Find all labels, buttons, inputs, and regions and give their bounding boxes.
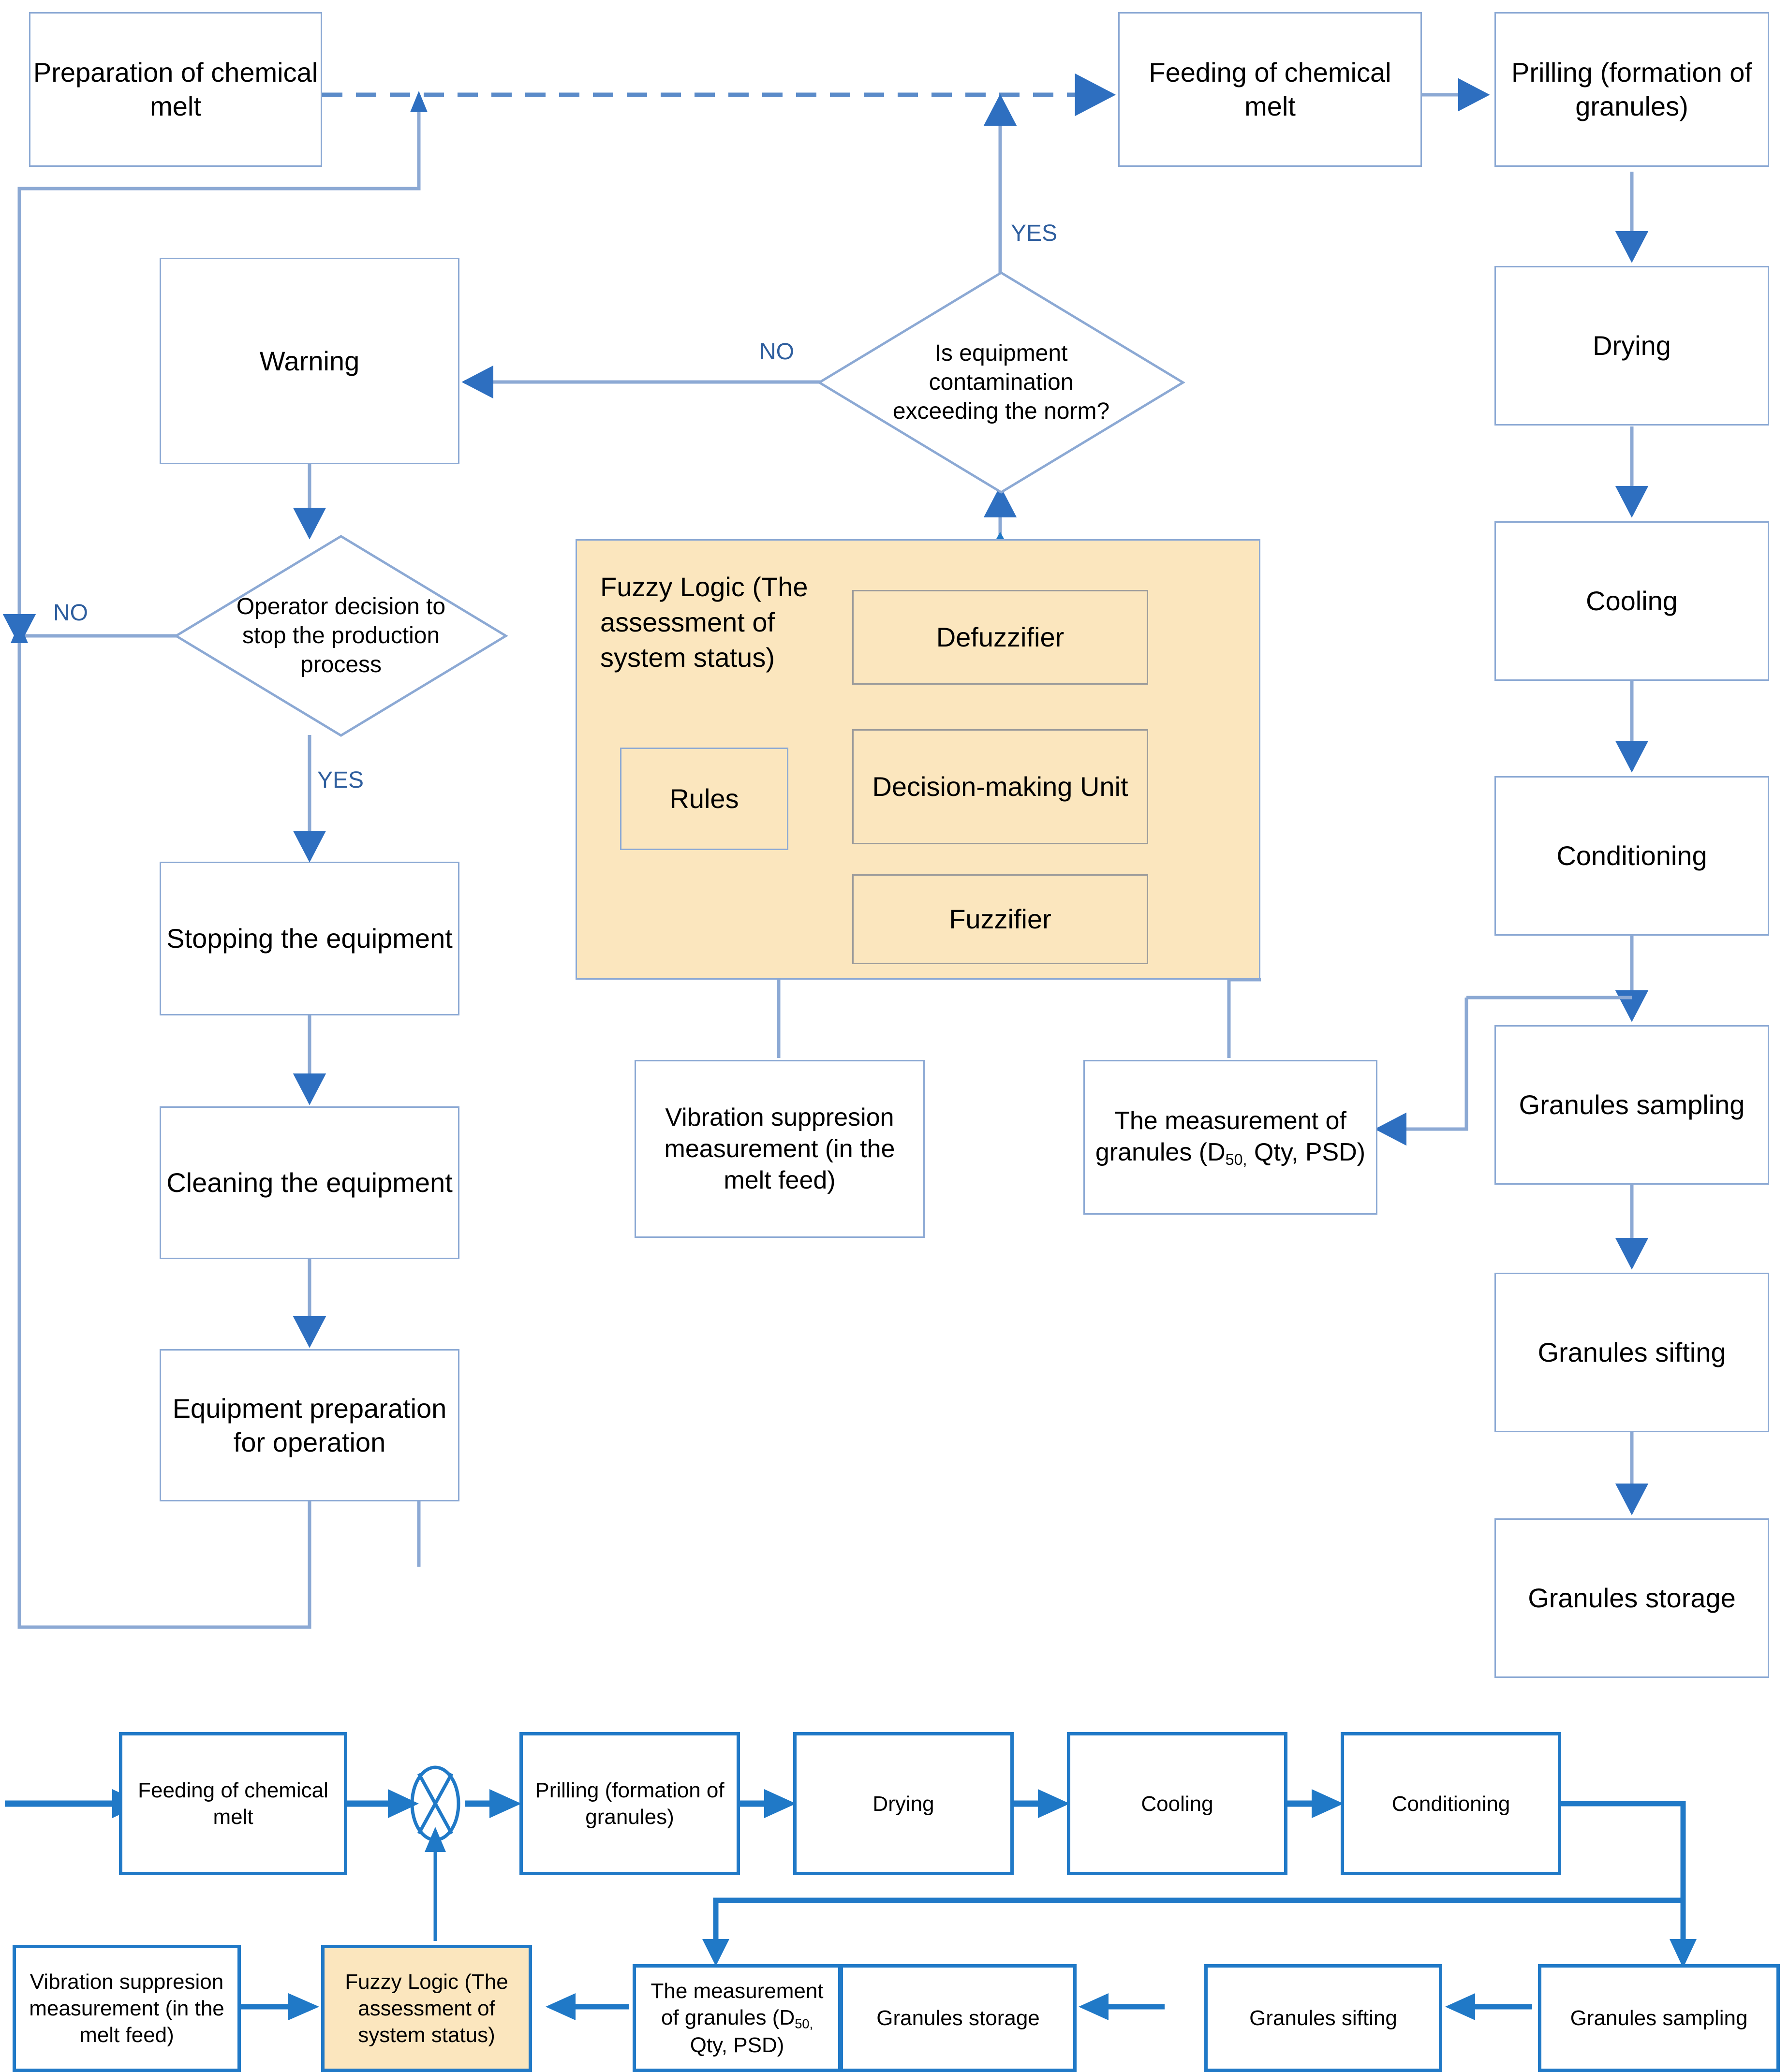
node-label: Conditioning bbox=[1556, 840, 1707, 871]
decision-operator[interactable]: Operator decision to stop the production… bbox=[174, 534, 508, 737]
node-drying[interactable]: Drying bbox=[1494, 266, 1769, 426]
decision-label: Is equipment contamination exceeding the… bbox=[892, 340, 1110, 424]
node-stopping-the-equipment[interactable]: Stopping the equipment bbox=[160, 862, 459, 1015]
node-label: Drying bbox=[1593, 330, 1671, 361]
block-node-feeding-of-chemical-melt[interactable]: Feeding of chemical melt bbox=[119, 1732, 347, 1875]
node-label: Equipment preparation for operation bbox=[172, 1393, 447, 1457]
block-node-measurement-of-granules[interactable]: The measurement of granules (D50, Qty, P… bbox=[633, 1964, 842, 2072]
d50-subscript: 50, bbox=[795, 2016, 813, 2031]
node-feeding-of-chemical-melt[interactable]: Feeding of chemical melt bbox=[1118, 12, 1422, 167]
node-rules[interactable]: Rules bbox=[620, 748, 788, 850]
node-measurement-of-granules[interactable]: The measurement of granules (D50, Qty, P… bbox=[1083, 1060, 1377, 1215]
edge-label-contamination-yes: YES bbox=[1011, 220, 1058, 246]
block-node-vibration-suppression-measurement[interactable]: Vibration suppresion measurement (in the… bbox=[13, 1945, 241, 2072]
edge-label-operator-no: NO bbox=[53, 600, 88, 626]
block-node-fuzzy-logic[interactable]: Fuzzy Logic (The assessment of system st… bbox=[321, 1945, 532, 2072]
node-label: Granules storage bbox=[1528, 1583, 1736, 1613]
block-node-granules-sampling[interactable]: Granules sampling bbox=[1538, 1964, 1780, 2072]
block-node-granules-storage[interactable]: Granules storage bbox=[840, 1964, 1077, 2072]
node-granules-storage[interactable]: Granules storage bbox=[1494, 1518, 1769, 1678]
node-label: Feeding of chemical melt bbox=[1149, 57, 1391, 121]
node-label: Granules sifting bbox=[1538, 1337, 1726, 1367]
edge-label-contamination-no: NO bbox=[759, 339, 794, 365]
node-label: Decision-making Unit bbox=[872, 771, 1128, 802]
node-label: Vibration suppresion measurement (in the… bbox=[29, 1970, 224, 2047]
node-label: Feeding of chemical melt bbox=[138, 1778, 328, 1829]
node-fuzzifier[interactable]: Fuzzifier bbox=[852, 874, 1148, 964]
node-label: Rules bbox=[669, 783, 739, 814]
node-label: Defuzzifier bbox=[936, 622, 1065, 652]
node-granules-sifting[interactable]: Granules sifting bbox=[1494, 1273, 1769, 1432]
node-label: Granules storage bbox=[876, 2006, 1040, 2030]
edge-label-operator-yes: YES bbox=[317, 767, 364, 793]
node-prilling[interactable]: Prilling (formation of granules) bbox=[1494, 12, 1769, 167]
node-decision-making-unit[interactable]: Decision-making Unit bbox=[852, 729, 1148, 844]
node-label: Cooling bbox=[1141, 1792, 1213, 1816]
node-label: Warning bbox=[259, 345, 360, 376]
node-label: Drying bbox=[872, 1792, 934, 1816]
node-label: The measurement of granules (D50, Qty, P… bbox=[1095, 1106, 1366, 1168]
node-label: Granules sampling bbox=[1570, 2006, 1748, 2030]
node-label: The measurement of granules (D50, Qty, P… bbox=[651, 1979, 824, 2057]
block-node-drying[interactable]: Drying bbox=[793, 1732, 1014, 1875]
node-granules-sampling[interactable]: Granules sampling bbox=[1494, 1025, 1769, 1185]
node-label: Cooling bbox=[1586, 586, 1678, 616]
node-label: Vibration suppresion measurement (in the… bbox=[664, 1103, 895, 1194]
node-label: Fuzzy Logic (The assessment of system st… bbox=[345, 1970, 508, 2047]
node-label: Granules sifting bbox=[1249, 2006, 1397, 2030]
node-label: Fuzzifier bbox=[949, 904, 1051, 934]
node-label: Conditioning bbox=[1391, 1792, 1510, 1816]
node-label: Stopping the equipment bbox=[166, 923, 453, 954]
node-preparation-of-chemical-melt[interactable]: Preparation of chemical melt bbox=[29, 12, 322, 167]
block-node-prilling[interactable]: Prilling (formation of granules) bbox=[519, 1732, 740, 1875]
block-node-cooling[interactable]: Cooling bbox=[1067, 1732, 1287, 1875]
node-label: Prilling (formation of granules) bbox=[1511, 57, 1752, 121]
block-node-granules-sifting[interactable]: Granules sifting bbox=[1204, 1964, 1442, 2072]
node-conditioning[interactable]: Conditioning bbox=[1494, 776, 1769, 936]
decision-contamination[interactable]: Is equipment contamination exceeding the… bbox=[817, 271, 1185, 494]
node-label: Preparation of chemical melt bbox=[33, 57, 318, 121]
decision-label: Operator decision to stop the production… bbox=[236, 594, 446, 677]
node-equipment-preparation-for-operation[interactable]: Equipment preparation for operation bbox=[160, 1349, 459, 1501]
node-cooling[interactable]: Cooling bbox=[1494, 521, 1769, 681]
node-warning[interactable]: Warning bbox=[160, 258, 459, 464]
node-label: Prilling (formation of granules) bbox=[535, 1778, 724, 1829]
node-defuzzifier[interactable]: Defuzzifier bbox=[852, 590, 1148, 685]
node-label: Cleaning the equipment bbox=[166, 1167, 453, 1198]
fuzzy-panel-title: Fuzzy Logic (The assessment of system st… bbox=[600, 572, 808, 673]
node-label: Granules sampling bbox=[1519, 1089, 1745, 1120]
d50-subscript: 50, bbox=[1225, 1150, 1247, 1168]
node-cleaning-the-equipment[interactable]: Cleaning the equipment bbox=[160, 1106, 459, 1259]
block-node-conditioning[interactable]: Conditioning bbox=[1341, 1732, 1561, 1875]
node-vibration-suppression-measurement[interactable]: Vibration suppresion measurement (in the… bbox=[635, 1060, 925, 1238]
